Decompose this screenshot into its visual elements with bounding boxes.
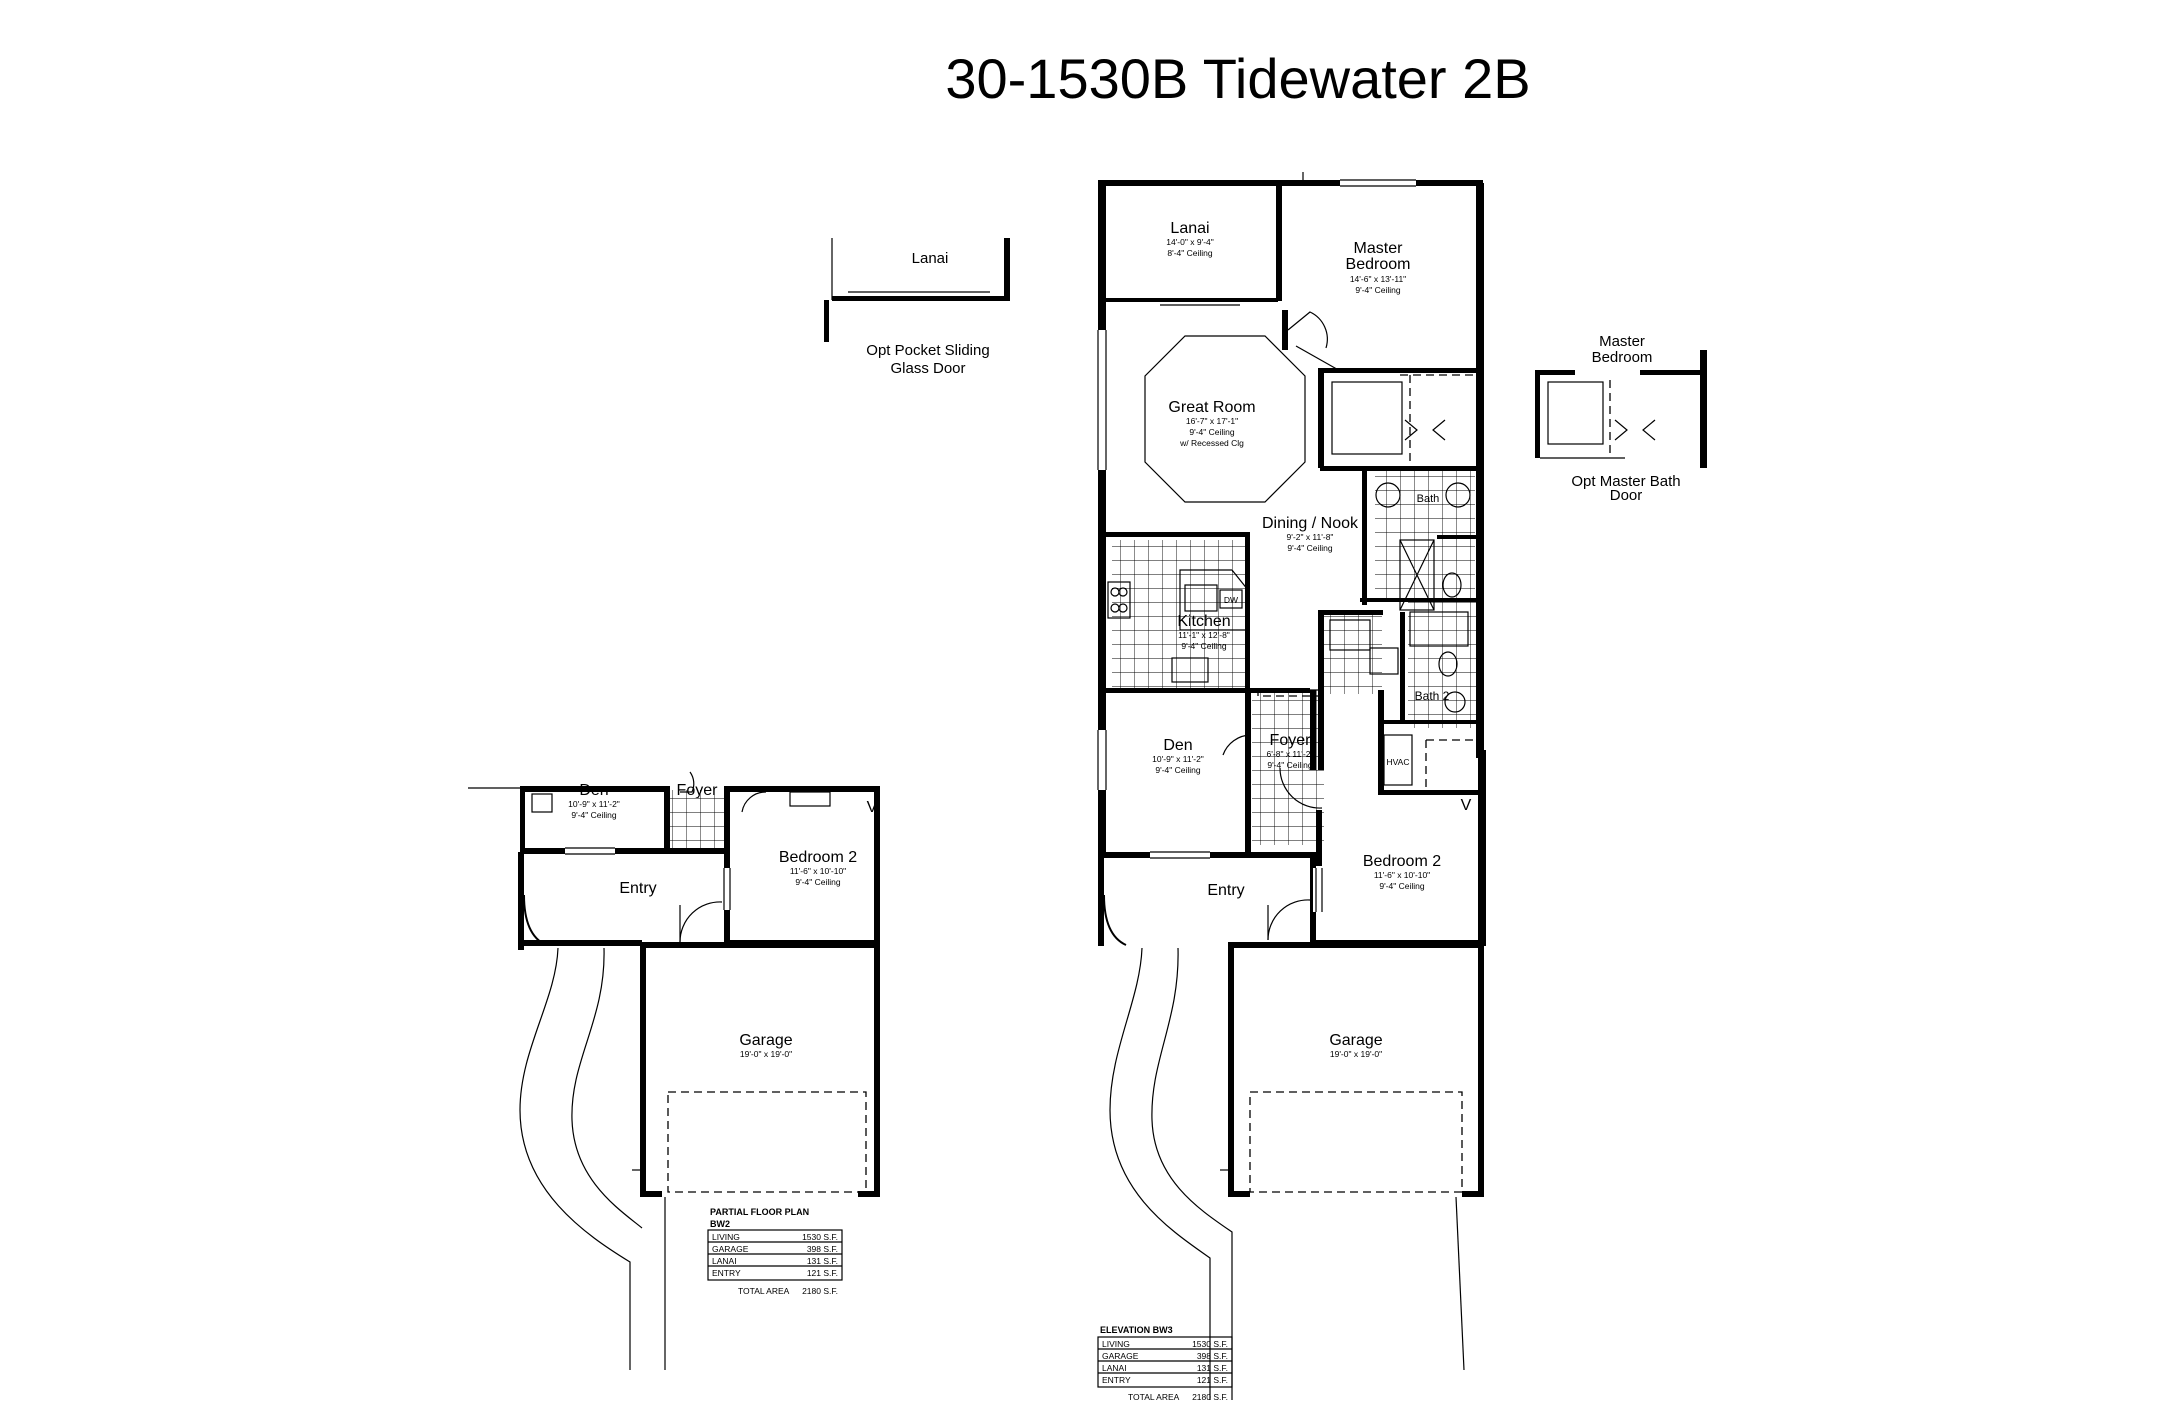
dining-name: Dining / Nook: [1262, 515, 1359, 532]
dining-size: 9'-2" x 11'-8": [1287, 532, 1334, 542]
bath2-name: Bath 2: [1415, 689, 1450, 703]
partial-bedroom2-size: 11'-6" x 10'-10": [790, 866, 846, 876]
lanai-size: 14'-0" x 9'-4": [1166, 237, 1214, 247]
main-plan-labels: Lanai 14'-0" x 9'-4" 8'-4" Ceiling Maste…: [1152, 220, 1449, 1059]
area-table-partial: PARTIAL FLOOR PLAN BW2 LIVING 1530 S.F. …: [707, 1207, 843, 1296]
bedroom2-size: 11'-6" x 10'-10": [1374, 870, 1430, 880]
area-partial-row3-value: 121 S.F.: [807, 1268, 838, 1278]
bedroom2-ceiling: 9'-4" Ceiling: [1379, 881, 1425, 891]
kitchen-ceiling: 9'-4" Ceiling: [1181, 641, 1227, 651]
option-master-bath-door: Master Bedroom Opt Master Bath Door: [1535, 333, 1707, 504]
partial-garage-name: Garage: [739, 1032, 792, 1049]
master-size: 14'-6" x 13'-11": [1350, 274, 1406, 284]
great-room-note: w/ Recessed Clg: [1179, 438, 1244, 448]
partial-floor-plan: V: [468, 771, 880, 1370]
laundry-tile: [1322, 612, 1382, 694]
bath-name: Bath: [1417, 493, 1440, 505]
den-name: Den: [1163, 737, 1192, 754]
partial-plan-labels: Den 10'-9" x 11'-2" 9'-4" Ceiling Foyer …: [568, 782, 857, 1059]
bedroom2-name: Bedroom 2: [1363, 853, 1441, 870]
great-room-ceiling: 9'-4" Ceiling: [1189, 427, 1235, 437]
area-elev-row3-label: ENTRY: [1102, 1375, 1131, 1385]
garage-name: Garage: [1329, 1032, 1382, 1049]
option-master-line1: Master: [1599, 333, 1645, 350]
great-room-size: 16'-7" x 17'-1": [1186, 416, 1238, 426]
den-size: 10'-9" x 11'-2": [1152, 754, 1204, 764]
area-elev-row0-label: LIVING: [1102, 1339, 1130, 1349]
partial-den-ceiling: 9'-4" Ceiling: [571, 810, 617, 820]
partial-water-heater-label: V: [867, 799, 878, 816]
master-name-line2: Bedroom: [1346, 256, 1411, 273]
main-floor-plan: DW HVAC V: [1092, 172, 1486, 1400]
area-partial-row0-label: LIVING: [712, 1232, 740, 1242]
option-lanai-pocket-door: Lanai Opt Pocket Sliding Glass Door: [824, 238, 1010, 377]
kitchen-name: Kitchen: [1177, 613, 1230, 630]
area-elev-total-value: 2180 S.F.: [1192, 1392, 1228, 1402]
area-partial-row1-value: 398 S.F.: [807, 1244, 838, 1254]
area-table-partial-title2: BW2: [710, 1219, 730, 1229]
area-partial-total-label: TOTAL AREA: [738, 1286, 790, 1296]
foyer-size: 6'-8" x 11'-2": [1267, 749, 1314, 759]
bath2-tile: [1408, 598, 1478, 728]
plan-title: 30-1530B Tidewater 2B: [945, 47, 1531, 110]
option-pocket-door-line1: Opt Pocket Sliding: [866, 342, 989, 359]
lanai-ceiling: 8'-4" Ceiling: [1167, 248, 1213, 258]
area-partial-row3-label: ENTRY: [712, 1268, 741, 1278]
area-table-partial-title1: PARTIAL FLOOR PLAN: [710, 1207, 809, 1217]
area-partial-row0-value: 1530 S.F.: [802, 1232, 838, 1242]
partial-foyer-name: Foyer: [677, 782, 719, 799]
option-pocket-door-line2: Glass Door: [890, 360, 965, 377]
great-room-name: Great Room: [1168, 399, 1255, 416]
area-partial-row2-value: 131 S.F.: [807, 1256, 838, 1266]
master-name-line1: Master: [1354, 240, 1404, 257]
area-elev-row1-label: GARAGE: [1102, 1351, 1139, 1361]
area-partial-row2-label: LANAI: [712, 1256, 737, 1266]
option-bath-door-line1: Opt Master Bath: [1571, 473, 1680, 490]
area-table-elevation-title1: ELEVATION BW3: [1100, 1325, 1173, 1335]
area-partial-total-value: 2180 S.F.: [802, 1286, 838, 1296]
foyer-ceiling: 9'-4" Ceiling: [1267, 760, 1313, 770]
partial-bedroom2-ceiling: 9'-4" Ceiling: [795, 877, 841, 887]
dining-ceiling: 9'-4" Ceiling: [1287, 543, 1333, 553]
dishwasher-label: DW: [1224, 595, 1238, 605]
area-elev-row1-value: 398 S.F.: [1197, 1351, 1228, 1361]
area-partial-row1-label: GARAGE: [712, 1244, 749, 1254]
partial-den-size: 10'-9" x 11'-2": [568, 799, 620, 809]
area-elev-total-label: TOTAL AREA: [1128, 1392, 1180, 1402]
option-master-line2: Bedroom: [1592, 349, 1653, 366]
area-elev-row2-label: LANAI: [1102, 1363, 1127, 1373]
lanai-name: Lanai: [1170, 220, 1209, 237]
partial-entry-name: Entry: [619, 880, 656, 897]
partial-garage-size: 19'-0" x 19'-0": [740, 1049, 792, 1059]
hvac-label: HVAC: [1387, 757, 1410, 767]
area-elev-row2-value: 131 S.F.: [1197, 1363, 1228, 1373]
entry-name: Entry: [1207, 882, 1244, 899]
area-elev-row0-value: 1530 S.F.: [1192, 1339, 1228, 1349]
partial-bedroom2-name: Bedroom 2: [779, 849, 857, 866]
master-ceiling: 9'-4" Ceiling: [1355, 285, 1401, 295]
kitchen-size: 11'-1" x 12'-8": [1178, 630, 1230, 640]
option-lanai-label: Lanai: [912, 250, 949, 267]
partial-foyer-tile: [668, 790, 724, 848]
kitchen-tile: [1112, 540, 1246, 688]
water-heater-label: V: [1461, 797, 1472, 814]
partial-den-name: Den: [579, 782, 608, 799]
foyer-name: Foyer: [1270, 732, 1312, 749]
area-table-elevation: ELEVATION BW3 LIVING 1530 S.F. GARAGE 39…: [1097, 1325, 1233, 1402]
garage-size: 19'-0" x 19'-0": [1330, 1049, 1382, 1059]
area-elev-row3-value: 121 S.F.: [1197, 1375, 1228, 1385]
den-ceiling: 9'-4" Ceiling: [1155, 765, 1201, 775]
option-bath-door-line2: Door: [1610, 487, 1643, 504]
